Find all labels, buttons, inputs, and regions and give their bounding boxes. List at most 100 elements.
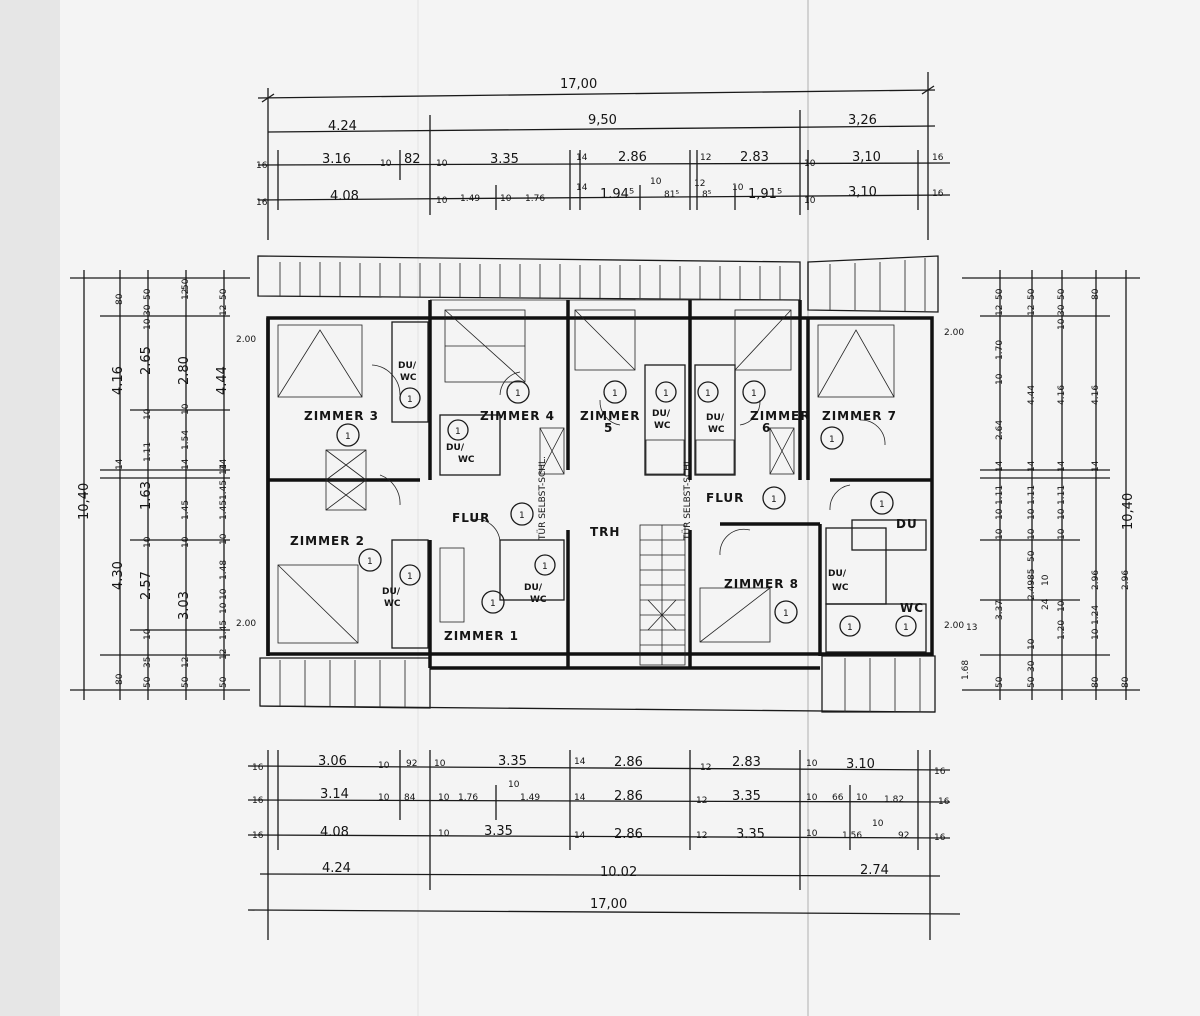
right-c1-11: 10	[1057, 600, 1067, 612]
bottom-r2-12: 10	[806, 793, 818, 803]
bottom-r3-5: 2.86	[614, 827, 643, 842]
marker-z8: 1	[774, 600, 798, 624]
right-c2-1: 12	[1027, 305, 1037, 316]
bottom-r1-3: 92	[406, 759, 417, 769]
right-c2-2: 4.44	[1027, 385, 1037, 405]
label-du-2: DU/	[382, 587, 401, 597]
right-c4-4: 80	[1121, 676, 1131, 688]
top-dim-r3-1: 4.08	[330, 189, 359, 204]
label-du-wc-3: DU/	[398, 361, 417, 371]
top-dim-r2-1: 3.16	[322, 152, 351, 167]
svg-text:1: 1	[367, 557, 373, 567]
bottom-r3-2: 10	[438, 829, 450, 839]
label-wc-8: WC	[832, 583, 849, 593]
left-c3-7: 12	[181, 657, 191, 668]
bottom-r3-4: 14	[574, 831, 586, 841]
bottom-r3-10: 10	[872, 819, 884, 829]
svg-text:1: 1	[542, 562, 548, 572]
bottom-r1-2: 10	[378, 761, 390, 771]
right-c1-7: 1.11	[995, 485, 1005, 505]
top-dim-r3-7: 1.94⁵	[600, 187, 634, 202]
label-du-5: DU/	[652, 409, 671, 419]
left-c4-4: 1.54	[181, 430, 191, 450]
staircase	[639, 524, 686, 666]
label-zimmer-5-num: 5	[604, 421, 613, 435]
right-c3-10: 1.24	[1091, 605, 1101, 625]
marker-z5: 1	[603, 380, 627, 404]
label-zimmer-3: ZIMMER 3	[304, 409, 379, 423]
left-c3-1: 30	[143, 304, 153, 316]
left-c5-2: 4.44	[215, 366, 230, 395]
marker-z1: 1	[481, 590, 505, 614]
bottom-r2-5: 1.76	[458, 793, 478, 803]
svg-text:1: 1	[407, 572, 413, 582]
marker-z2: 1	[358, 548, 382, 572]
top-dim-r2-2: 10	[380, 159, 392, 169]
top-dim-r2-5: 3.35	[490, 152, 519, 167]
marker-z6: 1	[742, 380, 766, 404]
svg-text:1: 1	[519, 511, 525, 521]
left-c3-8: 50	[181, 676, 191, 688]
marker-flur-r: 1	[762, 486, 786, 510]
marker-wc6: 1	[697, 381, 719, 403]
bottom-r2-0: 16	[252, 796, 264, 806]
left-c1-0: 4.16	[111, 366, 126, 395]
left-c5-0: 50	[219, 288, 229, 300]
label-wc-5: WC	[654, 421, 671, 431]
bottom-r2-1: 3.14	[320, 787, 349, 802]
right-c4-1: 4.16	[1091, 385, 1101, 405]
bottom-dimensions: 16 3.06 10 92 10 3.35 14 2.86 12 2.83 10…	[247, 750, 961, 940]
svg-text:1: 1	[829, 435, 835, 445]
top-dim-r3-4: 10	[500, 194, 512, 204]
left-c5-1: 12	[219, 305, 229, 316]
label-door-note-left: TÜR SELBST-SCHL.	[537, 456, 548, 541]
top-dim-r1-0: 4.24	[328, 119, 357, 134]
right-c2-0: 50	[1027, 288, 1037, 300]
bottom-r1-5: 3.35	[498, 754, 527, 769]
bottom-r2-4: 10	[438, 793, 450, 803]
right-c1-6: 10	[995, 508, 1005, 520]
svg-text:1: 1	[751, 389, 757, 399]
bottom-r3-12: 16	[934, 833, 946, 843]
right-c1-10: 1.20	[1057, 620, 1067, 640]
right-c2-13: 50	[1027, 676, 1037, 688]
right-c2-5: 1.11	[1027, 485, 1037, 505]
top-dimensions: 17,00 4.24 9,50 3,26 16 3.16 10 82 10 3.…	[256, 72, 951, 240]
bottom-r3-3: 3.35	[484, 824, 513, 839]
left-c4-6: 1.45	[219, 500, 229, 520]
label-du-wc-4: DU/	[446, 443, 465, 453]
top-dim-r2-9: 2.83	[740, 150, 769, 165]
marker-wc3: 1	[399, 387, 421, 409]
left-c4-5: 14	[219, 463, 229, 475]
label-du-7: DU	[896, 517, 918, 531]
marker-z7: 1	[820, 426, 844, 450]
label-zimmer-7: ZIMMER 7	[822, 409, 897, 423]
svg-text:1: 1	[879, 500, 885, 510]
left-c3-0: 50	[143, 288, 153, 300]
label-zimmer-8: ZIMMER 8	[724, 577, 799, 591]
bottom-r1-1: 3.06	[318, 754, 347, 769]
bottom-r4-1: 10.02	[600, 865, 637, 880]
right-c4-3: 2.96	[1121, 570, 1131, 590]
bottom-r2-16: 16	[938, 797, 950, 807]
label-flur-right: FLUR	[706, 491, 744, 505]
left-c2-4: 1.63	[139, 481, 154, 510]
right-c1-14: 50	[995, 676, 1005, 688]
left-c2-0: 80	[115, 293, 125, 305]
right-c2-6: 10	[1027, 528, 1037, 540]
bottom-r2-6: 10	[508, 780, 520, 790]
top-dim-r3-10: 12	[694, 179, 705, 189]
bottom-r2-11: 3.35	[732, 789, 761, 804]
left-c4-0: 12	[181, 289, 191, 300]
label-du-6: DU/	[706, 413, 725, 423]
left-c2-8: 35	[143, 657, 153, 668]
left-ceiling-mark-top: 2.00	[236, 335, 256, 345]
bottom-r1-0: 16	[252, 763, 264, 773]
top-dim-r2-7: 2.86	[618, 150, 647, 165]
right-c1-5: 14	[995, 460, 1005, 472]
label-zimmer-5: ZIMMER	[580, 409, 641, 423]
top-dim-r1-2: 3,26	[848, 113, 877, 128]
right-c3-1: 30	[1057, 304, 1067, 316]
right-c2-8: 85	[1027, 569, 1037, 580]
top-dim-r2-11: 3,10	[852, 150, 881, 165]
